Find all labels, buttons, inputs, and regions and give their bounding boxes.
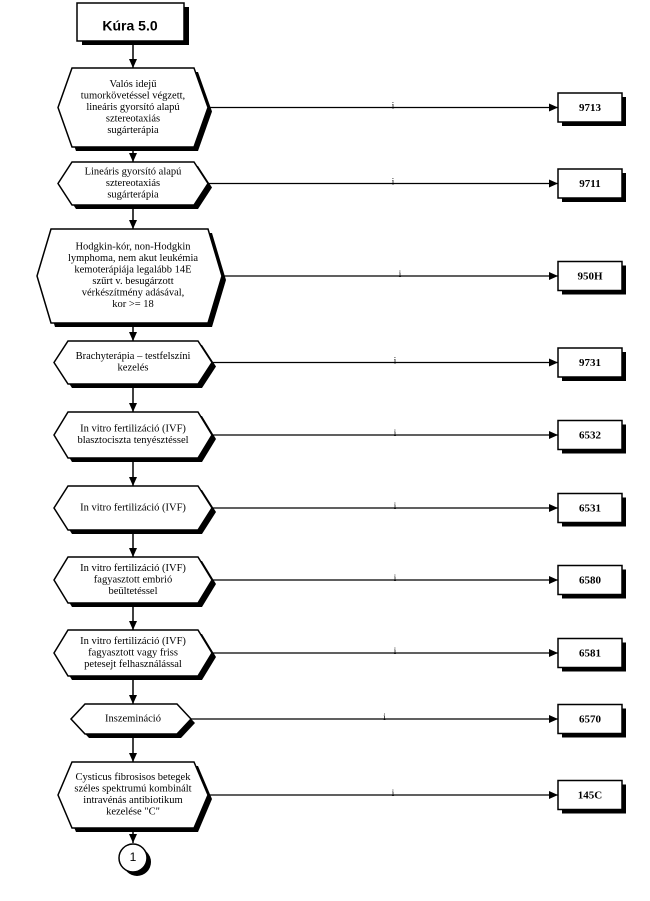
step-text-line: sugárterápia xyxy=(107,125,159,136)
title-box: Kúra 5.0 xyxy=(76,2,189,45)
branch-label: i xyxy=(392,788,395,798)
code-box xyxy=(557,92,623,123)
step-text-line: fagyasztott embrió xyxy=(94,574,172,585)
end-connector: 1 xyxy=(118,843,151,876)
code-box xyxy=(557,703,623,735)
code-label: 6532 xyxy=(579,430,602,442)
step-text-line: Valós idejű xyxy=(110,79,158,90)
step-text-line: tumorkövetéssel végzett, xyxy=(81,90,185,101)
step-text-line: lymphoma, nem akut leukémia xyxy=(68,253,198,264)
branch-label: i xyxy=(394,573,397,583)
step-text-line: kezelése "C" xyxy=(106,807,160,818)
step-text-line: Lineáris gyorsító alapú xyxy=(85,166,183,177)
code-box xyxy=(557,419,623,451)
step-text-line: In vitro fertilizáció (IVF) xyxy=(80,636,186,647)
step-text-line: lineáris gyorsító alapú xyxy=(86,102,180,113)
branch-label: i xyxy=(392,101,395,111)
code-box xyxy=(557,779,623,811)
step-text-line: Brachyterápia – testfelszíni xyxy=(76,351,191,362)
step-text-line: Cysticus fibrosisos betegek xyxy=(76,772,192,783)
code-label: 9713 xyxy=(579,102,602,114)
code-label: 9731 xyxy=(579,357,601,369)
branch-label: i xyxy=(392,177,395,187)
hexagon-node xyxy=(53,485,213,531)
code-box xyxy=(557,564,623,596)
code-box xyxy=(557,492,623,524)
branch-label: i xyxy=(394,646,397,656)
branch-label: i xyxy=(394,428,397,438)
step-text-line: Hodgkin-kór, non-Hodgkin xyxy=(75,242,191,253)
code-label: 6570 xyxy=(579,714,602,726)
code-label: 9711 xyxy=(579,178,600,190)
title-text: Kúra 5.0 xyxy=(102,18,157,34)
step-text-line: kor >= 18 xyxy=(112,299,154,310)
hexagon-node xyxy=(57,161,209,206)
step-text-line: széles spektrumú kombinált xyxy=(74,784,191,795)
step-text-line: Inszemináció xyxy=(105,713,161,724)
hexagon-node xyxy=(53,411,213,459)
code-label: 950H xyxy=(577,271,603,283)
branch-label: i xyxy=(399,269,402,279)
step-text-line: sztereotaxiás xyxy=(106,113,160,124)
step-text-line: In vitro fertilizáció (IVF) xyxy=(80,424,186,435)
step-text-line: petesejt felhasználással xyxy=(84,659,182,670)
branch-label: i xyxy=(394,501,397,511)
step-text-line: vérkészítmény adásával, xyxy=(82,288,185,299)
hexagon-node xyxy=(36,228,223,324)
code-label: 145C xyxy=(578,790,603,802)
step-text-line: sugárterápia xyxy=(107,189,159,200)
hexagon-node xyxy=(53,340,213,385)
hexagon-node xyxy=(57,761,209,829)
step-text-line: blasztociszta tenyésztéssel xyxy=(77,435,188,446)
code-box xyxy=(557,637,623,669)
code-label: 6581 xyxy=(579,648,601,660)
step-text-line: intravénás antibiotikum xyxy=(83,795,182,806)
branch-label: i xyxy=(394,356,397,366)
step-text-line: fagyasztott vagy friss xyxy=(88,647,178,658)
code-box xyxy=(557,260,623,292)
step-text-line: kezelés xyxy=(118,363,149,374)
step-text-line: beültetéssel xyxy=(109,586,158,597)
code-label: 6580 xyxy=(579,575,602,587)
code-label: 6531 xyxy=(579,503,601,515)
step-text-line: sztereotaxiás xyxy=(106,178,160,189)
hexagon-node xyxy=(69,703,193,735)
flow-step: In vitro fertilizáció (IVF) i 6531 xyxy=(53,485,626,557)
flow-step: In vitro fertilizáció (IVF)fagyasztott e… xyxy=(53,556,626,630)
hexagon-node xyxy=(53,629,213,677)
step-text-line: kemoterápiája legalább 14E xyxy=(74,265,191,276)
hexagon-node xyxy=(53,556,213,604)
flow-step: Inszemináció i 6570 xyxy=(69,703,626,762)
flow-step: Lineáris gyorsító alapúsztereotaxiássugá… xyxy=(57,161,626,229)
flow-step: In vitro fertilizáció (IVF)blasztociszta… xyxy=(53,411,626,486)
hexagon-node xyxy=(57,67,209,148)
end-connector-label: 1 xyxy=(130,850,137,864)
step-text-line: In vitro fertilizáció (IVF) xyxy=(80,502,186,513)
flow-step: In vitro fertilizáció (IVF)fagyasztott v… xyxy=(53,629,626,704)
code-box xyxy=(557,347,623,378)
step-text-line: In vitro fertilizáció (IVF) xyxy=(80,563,186,574)
code-box xyxy=(557,168,623,199)
step-text-line: szűrt v. besugárzott xyxy=(92,276,173,287)
branch-label: i xyxy=(383,712,386,722)
